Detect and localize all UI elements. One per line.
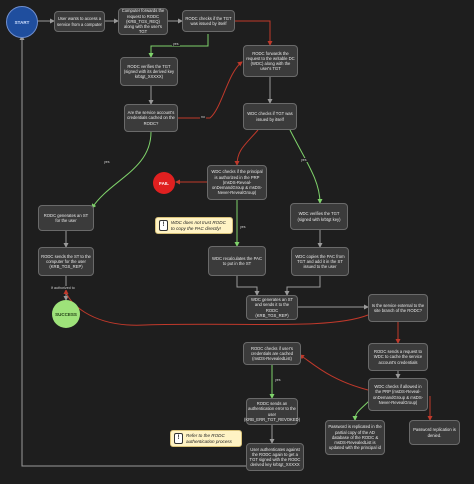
edge-n15-n14-no (63, 289, 369, 326)
edge-n18-n16-no (299, 354, 369, 391)
edge-n3-n4-yes (148, 34, 209, 58)
step-wdc-check-prp-allowed: WDC checks if allowed in the PRP (msDS-R… (368, 378, 428, 411)
edge-label-yes: yes (103, 160, 111, 164)
edge-n6-n10-yes (91, 131, 152, 209)
fail-node: FAIL (153, 172, 175, 194)
start-node: START (6, 6, 38, 38)
warning-icon: ! (159, 220, 168, 231)
edge-n3-n5-no (235, 20, 273, 46)
edge-n18-n20-yes (352, 399, 371, 421)
edge-n12-n14 (284, 276, 321, 296)
step-user-request: User wants to access a service from a co… (54, 11, 105, 32)
step-rodc-verify-tgt: RODC verifies the TGT (signed with its d… (120, 57, 178, 86)
callout-auth-process-text: Refer to the RODC authentication process (186, 432, 232, 444)
step-forward-to-rodc: Computer forwards the request to RODC (K… (118, 8, 168, 35)
edge-n6-n5-no (178, 61, 243, 119)
edge-label-yes: yes (300, 158, 308, 162)
edge-n7-n8-no (234, 129, 259, 166)
step-wdc-verify-tgt: WDC verifies the TGT (signed with krbtgt… (290, 203, 348, 230)
step-auth-error: RODC sends an authentication error to th… (244, 398, 300, 425)
success-node: SUCCESS (52, 300, 80, 328)
step-password-denied: Password replication is denied. (409, 420, 460, 445)
edge-label-yes: yes (274, 378, 282, 382)
edge-label-if-authorized: If authorized to (50, 286, 76, 290)
step-wdc-generate-st: WDC generates an ST and sends it to the … (246, 295, 298, 320)
step-reauthenticate: User authenticates against the RODC agai… (246, 443, 304, 471)
step-wdc-check-prp: WDC checks if the principal is authorize… (207, 165, 267, 200)
step-wdc-recalculate-pac: WDC recalculates the PAC to put in the S… (208, 246, 266, 276)
edge-n22-start (19, 35, 246, 467)
step-rodc-request-cache: RODC sends a request to WDC to cache the… (368, 343, 428, 371)
step-cached-creds-check: Are the service account's credentials ca… (124, 104, 178, 132)
callout-pac-trust: ! WDC does not trust RODC to copy the PA… (155, 217, 233, 234)
step-forward-to-wdc: RODC forwards the request to the writabl… (243, 45, 298, 77)
callout-auth-process: ! Refer to the RODC authentication proce… (170, 430, 242, 447)
step-rodc-generate-st: RODC generates an ST for the user (38, 205, 94, 231)
step-wdc-check-tgt: WDC checks if TGT was issued by itself (243, 103, 297, 130)
warning-icon: ! (174, 433, 183, 444)
edge-label-yes: yes (239, 225, 247, 229)
step-service-external-check: Is the service external to the site bran… (368, 294, 428, 322)
edge-n7-n9-yes (289, 129, 323, 204)
edge-label-yes: yes (172, 42, 180, 46)
callout-pac-trust-text: WDC does not trust RODC to copy the PAC … (171, 219, 226, 231)
step-password-replicated: Password is replicated in the partial co… (325, 420, 385, 455)
step-wdc-copy-pac: WDC copies the PAC from TGT and add it i… (291, 247, 349, 276)
step-rodc-send-st: RODC sends the ST to the computer for th… (38, 247, 94, 276)
step-rodc-check-user-cache: RODC checks if user's credentials are ca… (243, 342, 301, 365)
edge-n11-n14 (236, 276, 260, 296)
step-rodc-check-tgt: RODC checks if the TGT was issued by its… (182, 10, 235, 32)
edge-label-no: no (200, 115, 206, 119)
